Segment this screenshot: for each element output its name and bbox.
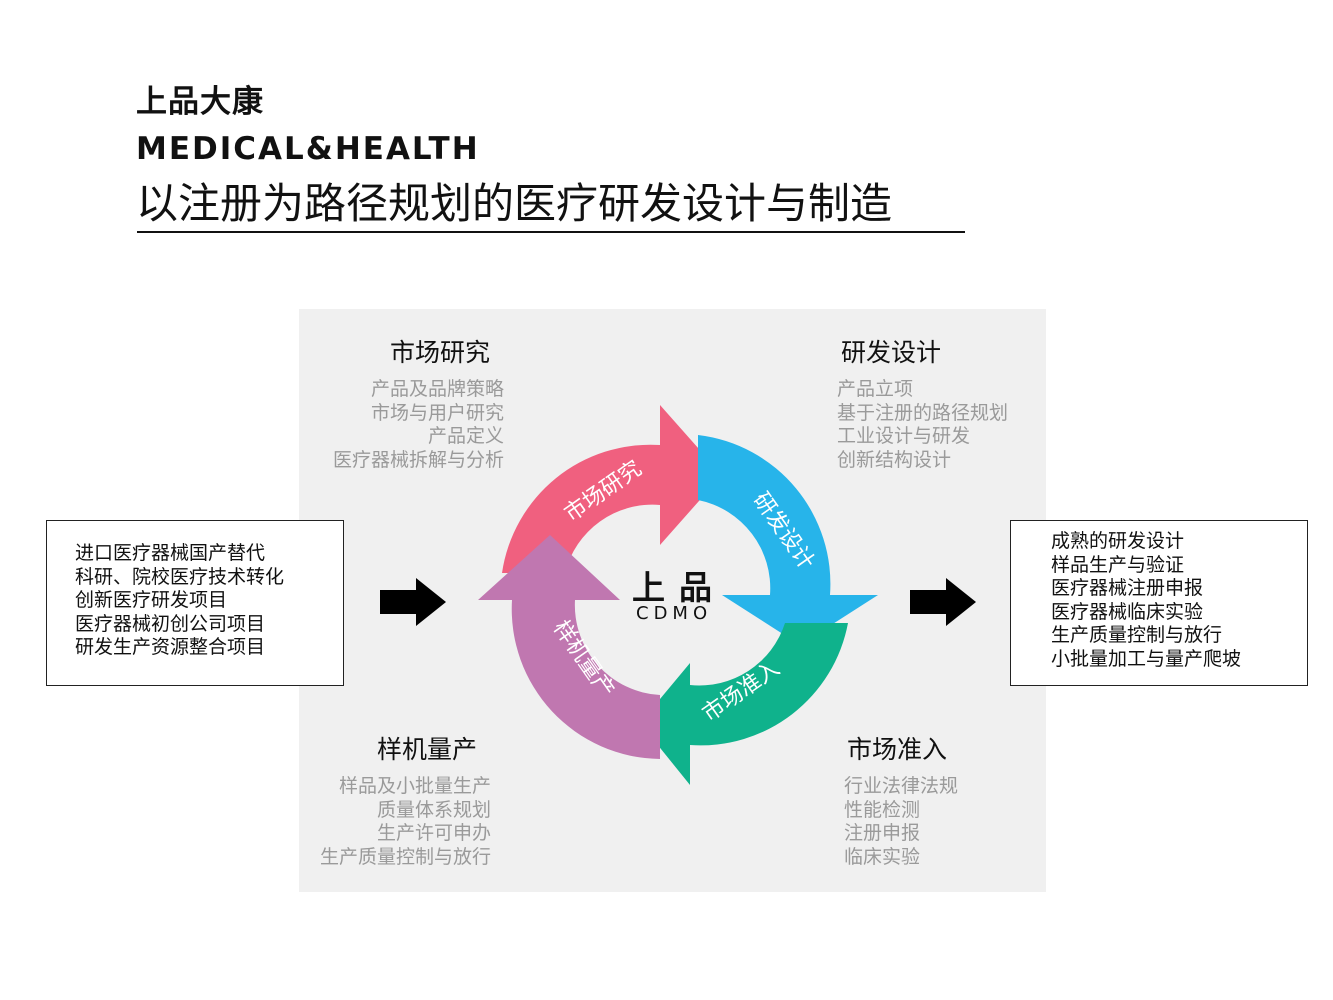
stage-title-rnd-design: 研发设计	[841, 338, 942, 367]
output-item: 成熟的研发设计	[1051, 530, 1185, 552]
stage-item: 注册申报	[844, 822, 921, 844]
input-item: 研发生产资源整合项目	[75, 636, 266, 658]
stage-title-market-research: 市场研究	[390, 338, 491, 367]
center-brand-en: CDMO	[636, 603, 713, 624]
arrow-rnd-design	[698, 435, 878, 645]
output-item: 样品生产与验证	[1051, 553, 1185, 576]
center-brand-cn: 上品	[632, 568, 726, 607]
stage-item: 产品立项	[837, 378, 914, 400]
input-projects-list: 进口医疗器械国产替代 科研、院校医疗技术转化 创新医疗研发项目 医疗器械初创公司…	[75, 542, 284, 660]
output-item: 小批量加工与量产爬坡	[1051, 647, 1242, 670]
stage-item: 临床实验	[844, 845, 921, 868]
stage-item: 产品定义	[427, 425, 504, 447]
output-flow-arrow-icon	[910, 578, 976, 626]
output-results-list: 成熟的研发设计 样品生产与验证 医疗器械注册申报 医疗器械临床实验 生产质量控制…	[1051, 530, 1241, 671]
stage-items-market-research: 产品及品牌策略 市场与用户研究 产品定义 医疗器械拆解与分析	[333, 378, 504, 472]
output-item: 医疗器械临床实验	[1051, 600, 1204, 623]
input-item: 创新医疗研发项目	[75, 589, 228, 611]
page-headline: 以注册为路径规划的医疗研发设计与制造	[136, 179, 893, 228]
input-item: 进口医疗器械国产替代	[75, 542, 266, 564]
input-item: 医疗器械初创公司项目	[75, 612, 266, 635]
stage-item: 创新结构设计	[837, 448, 952, 471]
stage-item: 市场与用户研究	[370, 401, 504, 424]
stage-item: 基于注册的路径规划	[837, 401, 1009, 424]
brand-name-en: MEDICAL&HEALTH	[136, 131, 480, 167]
stage-item: 质量体系规划	[376, 798, 491, 821]
arrow-prototype-production	[478, 535, 660, 759]
arrow-market-research	[502, 405, 722, 573]
stage-item: 工业设计与研发	[837, 425, 971, 447]
stage-item: 行业法律法规	[844, 775, 959, 797]
arrow-market-access	[640, 623, 848, 785]
input-projects-box: 进口医疗器械国产替代 科研、院校医疗技术转化 创新医疗研发项目 医疗器械初创公司…	[46, 520, 344, 686]
output-item: 医疗器械注册申报	[1051, 577, 1204, 599]
stage-items-prototype-production: 样品及小批量生产 质量体系规划 生产许可申办 生产质量控制与放行	[320, 775, 491, 869]
headline-underline	[137, 231, 965, 233]
output-item: 生产质量控制与放行	[1051, 624, 1223, 646]
input-item: 科研、院校医疗技术转化	[75, 565, 285, 588]
stage-item: 医疗器械拆解与分析	[332, 448, 504, 471]
stage-item: 生产许可申办	[376, 822, 491, 844]
cdmo-cycle-diagram: 市场研究 研发设计 市场准入 样机量产	[478, 405, 878, 785]
input-flow-arrow-icon	[380, 578, 446, 626]
stage-title-market-access: 市场准入	[847, 735, 948, 764]
brand-name-cn: 上品大康	[136, 84, 264, 120]
stage-title-prototype-production: 样机量产	[377, 735, 478, 764]
stage-items-market-access: 行业法律法规 性能检测 注册申报 临床实验	[844, 775, 958, 869]
stage-item: 产品及品牌策略	[370, 378, 504, 400]
stage-item: 性能检测	[844, 798, 921, 821]
stage-items-rnd-design: 产品立项 基于注册的路径规划 工业设计与研发 创新结构设计	[837, 378, 1008, 472]
stage-item: 生产质量控制与放行	[319, 845, 491, 868]
stage-item: 样品及小批量生产	[338, 775, 491, 797]
output-results-box: 成熟的研发设计 样品生产与验证 医疗器械注册申报 医疗器械临床实验 生产质量控制…	[1010, 520, 1308, 686]
